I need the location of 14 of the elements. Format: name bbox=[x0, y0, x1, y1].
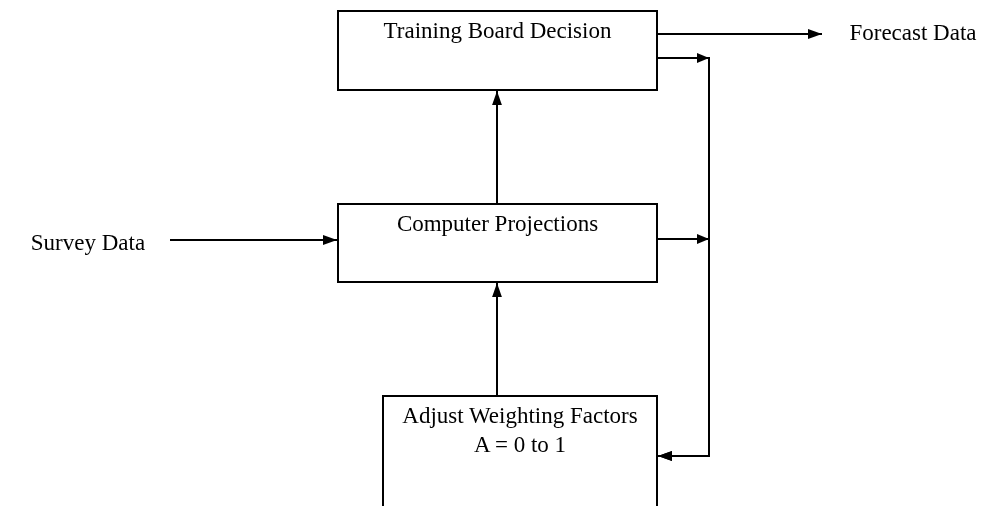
output-label: Forecast Data bbox=[848, 18, 978, 47]
arrow bbox=[657, 238, 710, 461]
box-title: Computer Projections bbox=[396, 210, 599, 238]
process-box bbox=[337, 203, 658, 283]
process-box bbox=[382, 395, 658, 506]
input-label: Survey Data bbox=[29, 228, 147, 257]
box-title: Training Board Decision bbox=[383, 17, 612, 45]
arrow bbox=[492, 282, 502, 396]
arrow bbox=[657, 29, 823, 39]
arrow bbox=[169, 235, 338, 245]
arrow bbox=[492, 90, 502, 204]
process-box bbox=[337, 10, 658, 91]
box-title: Adjust Weighting Factors bbox=[402, 402, 638, 430]
box-note: A = 0 to 1 bbox=[473, 431, 567, 459]
